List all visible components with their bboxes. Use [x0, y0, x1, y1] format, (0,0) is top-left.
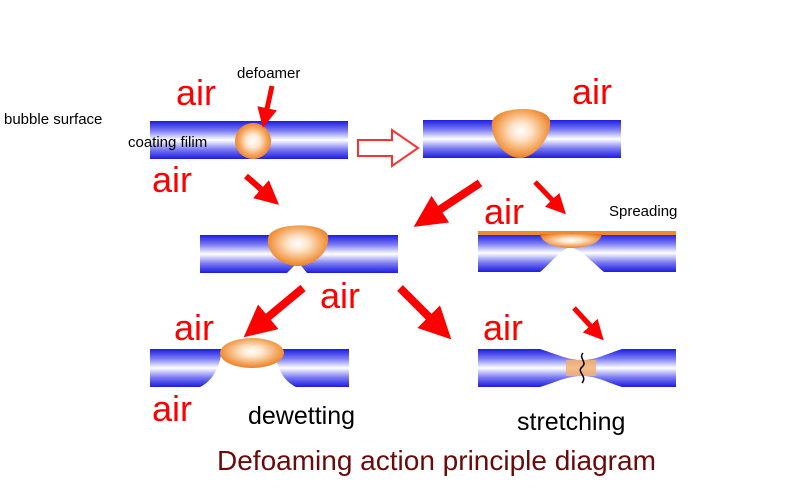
- arrow-stage2-to-stage3: [413, 179, 483, 227]
- air-label-stage2: air: [572, 71, 612, 112]
- film-gap-stage3: [287, 262, 307, 273]
- air-label-spreading: air: [484, 191, 524, 232]
- defoamer-droplet-stage2: [491, 108, 551, 158]
- arrow-stage1-to-stage3: [244, 173, 280, 205]
- bubble-surface-label: bubble surface: [4, 111, 102, 128]
- spread-layer: [478, 231, 676, 235]
- arrow-stage2-to-spreading: [533, 180, 566, 215]
- air-label-stage3: air: [320, 275, 360, 316]
- diagram-caption: Defoaming action principle diagram: [217, 445, 656, 476]
- defoamer-label: defoamer: [237, 65, 300, 82]
- film-thinning-top: [540, 349, 622, 360]
- defoamer-droplet-stage1: [235, 123, 271, 159]
- dewetting-label: dewetting: [248, 402, 355, 430]
- arrow-stage3-to-dewetting: [243, 284, 306, 338]
- defoamer-droplet-stage3: [267, 225, 329, 266]
- air-label-stage1-top: air: [176, 72, 216, 113]
- film-gap-spreading: [540, 247, 604, 272]
- hollow-transition-arrow: [357, 128, 420, 168]
- defoamer-droplet-dewetting: [220, 338, 284, 368]
- film-thinning-bottom: [540, 376, 622, 387]
- film-break-dewetting-left: [200, 349, 222, 387]
- air-label-dewetting-bottom: air: [152, 388, 192, 429]
- arrow-spreading-to-stretching: [572, 306, 604, 341]
- film-dewetting-right: [275, 349, 349, 387]
- rupture-mark: [579, 352, 585, 384]
- air-label-stage1-bottom: air: [152, 159, 192, 200]
- arrow-stage3-to-stretching: [397, 285, 452, 340]
- air-label-dewetting-top: air: [174, 307, 214, 348]
- stretching-label: stretching: [517, 408, 625, 436]
- air-label-stretching: air: [483, 307, 523, 348]
- spreading-label: Spreading: [609, 203, 677, 220]
- film-break-dewetting-right: [275, 349, 296, 387]
- defoamer-arrow: [257, 85, 277, 128]
- coating-film-label: coating filim: [128, 134, 207, 151]
- defoamer-droplet-spreading: [540, 234, 602, 248]
